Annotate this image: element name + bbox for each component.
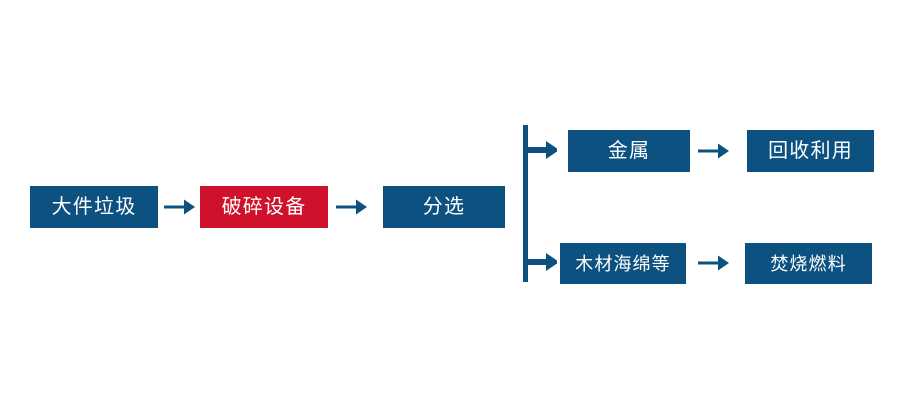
node-incineration-fuel[interactable]: 焚烧燃料: [745, 243, 872, 284]
node-bulky-waste-label: 大件垃圾: [51, 196, 137, 218]
node-crusher[interactable]: 破碎设备: [200, 186, 328, 228]
node-bulky-waste[interactable]: 大件垃圾: [30, 186, 158, 228]
node-crusher-label: 破碎设备: [221, 196, 307, 218]
node-recycling-label: 回收利用: [768, 140, 853, 162]
node-wood-sponge[interactable]: 木材海绵等: [560, 243, 686, 284]
arrow-right-icon-crusher-to-sorting: [336, 196, 368, 218]
node-recycling[interactable]: 回收利用: [747, 130, 874, 172]
node-metal[interactable]: 金属: [568, 130, 690, 172]
node-metal-label: 金属: [607, 140, 651, 162]
branch-split-bracket: [518, 120, 568, 285]
arrow-right-icon-wood-to-fuel: [698, 252, 730, 274]
arrow-right-icon-metal-to-recycling: [698, 140, 730, 162]
arrow-right-icon-bulky-to-crusher: [164, 196, 196, 218]
node-sorting[interactable]: 分选: [383, 186, 505, 228]
node-incineration-fuel-label: 焚烧燃料: [770, 253, 847, 274]
node-wood-sponge-label: 木材海绵等: [575, 253, 671, 274]
node-sorting-label: 分选: [422, 196, 466, 218]
